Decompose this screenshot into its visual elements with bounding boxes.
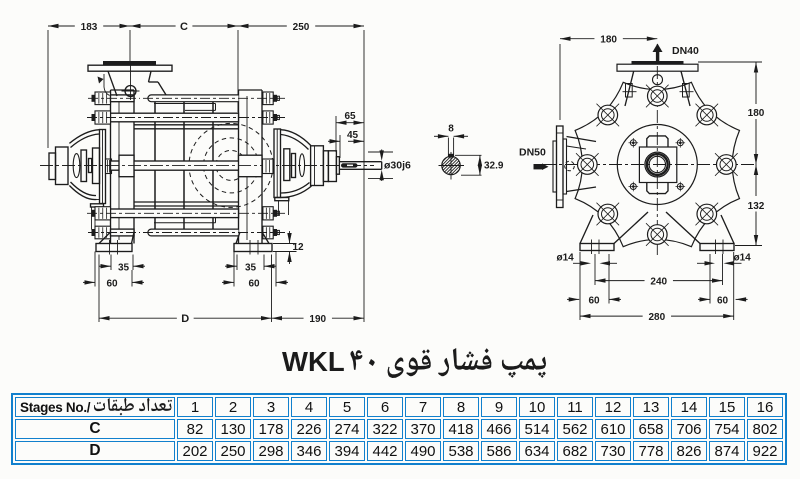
svg-text:D: D [181,313,189,325]
svg-text:ø14: ø14 [557,253,575,264]
svg-text:60: 60 [717,296,729,307]
svg-text:60: 60 [588,296,600,307]
svg-text:35: 35 [245,262,257,273]
svg-text:35: 35 [118,262,130,273]
svg-text:280: 280 [649,312,666,323]
svg-text:ø14: ø14 [734,253,752,264]
svg-text:180: 180 [600,35,617,46]
svg-text:250: 250 [293,22,310,33]
svg-text:190: 190 [309,314,326,325]
svg-text:132: 132 [748,201,765,212]
svg-text:32.9: 32.9 [484,160,504,171]
svg-text:WKL: WKL [282,346,345,377]
svg-text:60: 60 [106,279,118,290]
svg-text:ø30j6: ø30j6 [384,160,411,172]
svg-text:180: 180 [748,108,765,119]
svg-text:DN40: DN40 [672,45,699,57]
svg-text:45: 45 [347,130,359,141]
svg-text:240: 240 [650,277,667,288]
svg-text:DN50: DN50 [519,147,546,159]
svg-text:183: 183 [81,22,98,33]
svg-text:65: 65 [344,111,356,122]
svg-text:8: 8 [448,124,454,135]
svg-text:60: 60 [248,279,260,290]
svg-text:12: 12 [293,242,305,253]
svg-text:C: C [180,21,188,33]
